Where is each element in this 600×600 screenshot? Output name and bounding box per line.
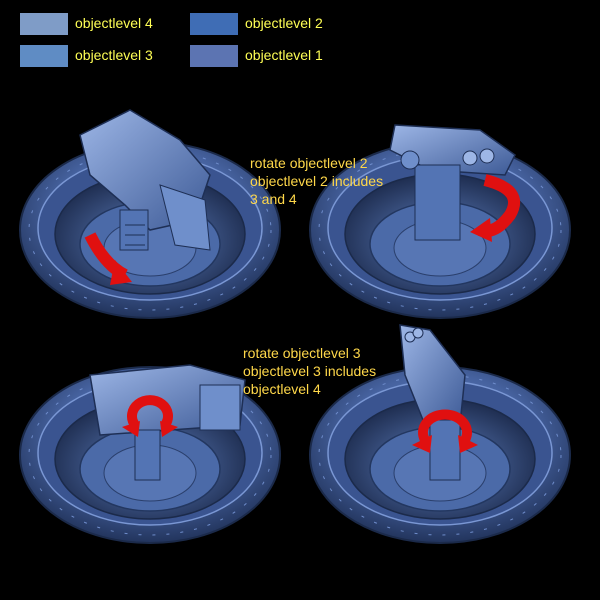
annotation-rotate-objectlevel-2: rotate objectlevel 2 objectlevel 2 inclu…	[250, 154, 383, 208]
rotation-arrow-head-2	[470, 218, 492, 242]
annotation-line: objectlevel 4	[243, 381, 321, 397]
rotation-arrow-3	[127, 395, 173, 428]
legend-label: objectlevel 1	[245, 47, 323, 63]
dish-assembly-3	[19, 364, 281, 544]
rotation-arrow-head-3	[122, 421, 140, 437]
annotation-line: 3 and 4	[250, 191, 297, 207]
annotation-line: rotate objectlevel 2	[250, 155, 368, 171]
rotation-arrow-head-4	[412, 435, 432, 453]
legend-label: objectlevel 2	[245, 15, 323, 31]
objectlevel-2-part-1	[79, 109, 211, 251]
dish-assembly-1	[19, 109, 281, 319]
legend-swatch-objectlevel-2	[190, 13, 238, 35]
annotation-line: rotate objectlevel 3	[243, 345, 361, 361]
legend-label: objectlevel 4	[75, 15, 153, 31]
rotation-arrow-4	[418, 409, 472, 443]
dish-assembly-2	[309, 124, 571, 319]
rotation-arrow-head-4b	[458, 435, 478, 453]
objectlevel-3-part-2	[399, 324, 466, 481]
annotation-rotate-objectlevel-3: rotate objectlevel 3 objectlevel 3 inclu…	[243, 344, 376, 398]
annotation-line: objectlevel 3 includes	[243, 363, 377, 379]
objectlevel-2-part-2	[389, 124, 516, 241]
annotation-line: objectlevel 2 includes	[250, 173, 384, 189]
rotation-arrow-head-1	[110, 260, 132, 285]
legend-swatch-objectlevel-3	[20, 45, 68, 67]
legend-swatch-objectlevel-4	[20, 13, 68, 35]
legend-label: objectlevel 3	[75, 47, 153, 63]
rotation-arrow-head-3b	[160, 421, 178, 437]
dish-assembly-4	[309, 324, 571, 544]
legend-swatch-objectlevel-1	[190, 45, 238, 67]
